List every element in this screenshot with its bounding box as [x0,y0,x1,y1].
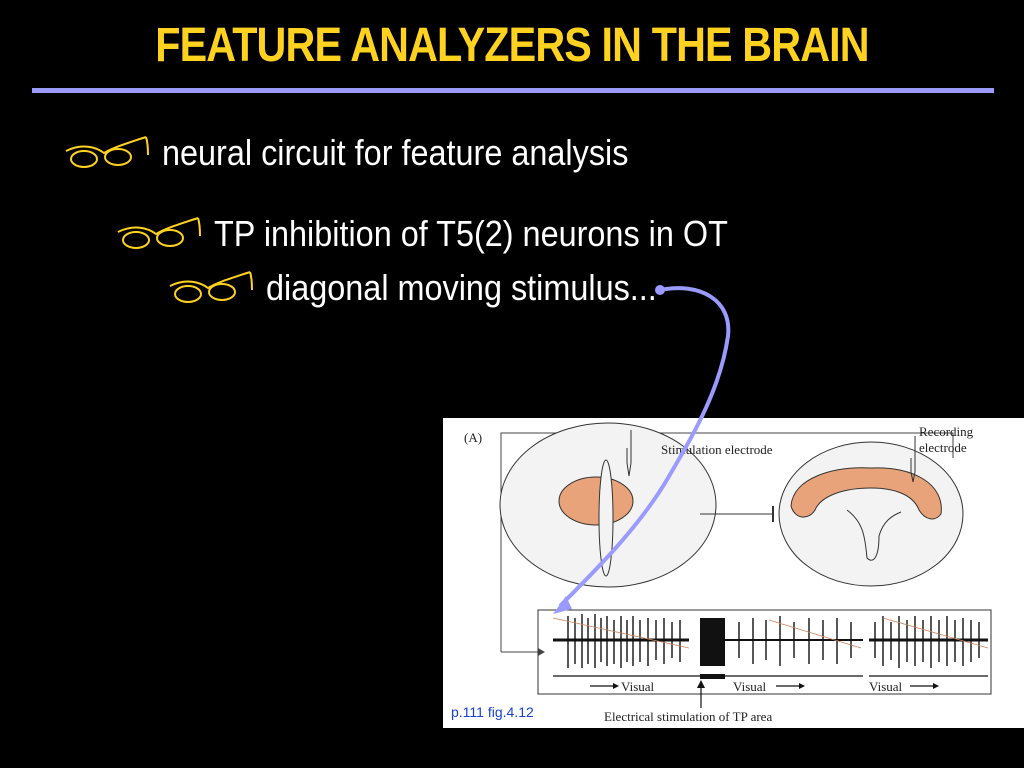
visual-label-3: Visual [869,679,903,694]
slide-title: FEATURE ANALYZERS IN THE BRAIN [155,19,869,72]
glasses-icon [65,136,149,168]
neural-circuit-figure: (A) Stimulation electrode Recording elec… [443,418,1024,728]
recording-electrode-label-line2: electrode [919,440,967,455]
glasses-icon [117,217,201,249]
recording-electrode-label-line1: Recording [919,424,974,439]
panel-label: (A) [464,430,483,445]
bullet-level1: neural circuit for feature analysis [62,132,680,174]
electrical-stimulation-label: Electrical stimulation of TP area [604,709,773,724]
bullet-text: diagonal moving stimulus... [266,267,657,308]
figure-caption: p.111 fig.4.12 [451,704,534,720]
bullet-level3: diagonal moving stimulus... [166,267,700,309]
bullet-level2: TP inhibition of T5(2) neurons in OT [114,213,785,255]
visual-label-2: Visual [733,679,767,694]
stimulation-electrode-label: Stimulation electrode [661,442,773,457]
bullet-text: neural circuit for feature analysis [162,132,629,173]
bullet-text: TP inhibition of T5(2) neurons in OT [214,213,728,254]
glasses-icon [169,271,253,303]
visual-label-1: Visual [621,679,655,694]
title-divider [32,88,994,93]
